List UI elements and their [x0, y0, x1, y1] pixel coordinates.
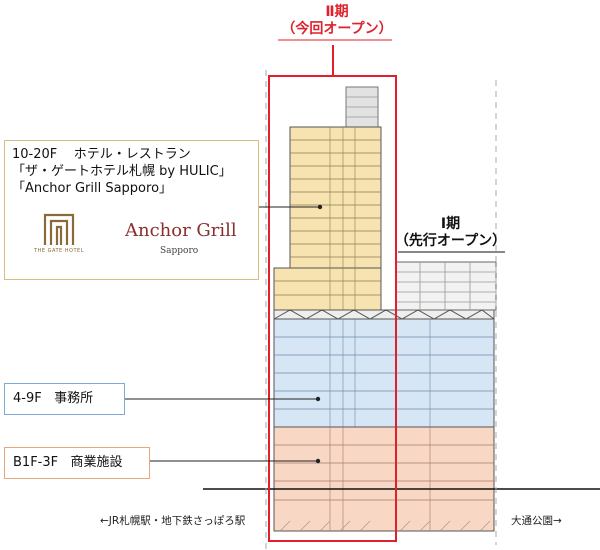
- restaurant-name-line: 「Anchor Grill Sapporo」: [12, 181, 173, 196]
- commercial-label: 商業施設: [70, 455, 123, 470]
- phase1-title: Ⅰ期: [440, 216, 461, 232]
- hotel-callout-text: 10-20F ホテル・レストラン 「ザ・ゲートホテル札幌 by HULIC」 「…: [12, 146, 232, 197]
- hotel-name-line: 「ザ・ゲートホテル札幌 by HULIC」: [12, 164, 232, 179]
- hotel-floors: 10-20F: [12, 147, 58, 162]
- office-zone: [273, 318, 495, 428]
- gate-hotel-logo-icon: [43, 213, 75, 245]
- gate-hotel-logo-text: THE GATE HOTEL: [34, 248, 84, 254]
- hotel-category: ホテル・レストラン: [73, 147, 191, 162]
- phase2-label: Ⅱ期 （今回オープン）: [262, 4, 412, 38]
- office-label: 事務所: [54, 391, 94, 406]
- office-floors: 4-9F: [13, 391, 42, 406]
- anchor-grill-logo-name: Anchor Grill: [125, 220, 237, 241]
- anchor-grill-logo-sub: Sapporo: [160, 246, 199, 256]
- direction-right: 大通公園→: [511, 515, 562, 527]
- phase2-subtitle: （今回オープン）: [281, 21, 393, 37]
- phase2-title: Ⅱ期: [325, 4, 349, 20]
- commercial-callout: B1F-3F 商業施設: [4, 447, 150, 479]
- phase1-label: Ⅰ期 （先行オープン）: [388, 216, 513, 250]
- phase1-upper: [395, 261, 497, 311]
- hotel-callout-box: [4, 140, 259, 280]
- commercial-floors: B1F-3F: [13, 455, 59, 470]
- hotel-zone: [273, 126, 382, 311]
- commercial-zone: [273, 426, 495, 532]
- office-callout: 4-9F 事務所: [4, 383, 125, 415]
- transfer-truss: [273, 309, 495, 320]
- direction-left: ←JR札幌駅・地下鉄さっぽろ駅: [100, 515, 246, 527]
- phase1-subtitle: （先行オープン）: [394, 233, 507, 249]
